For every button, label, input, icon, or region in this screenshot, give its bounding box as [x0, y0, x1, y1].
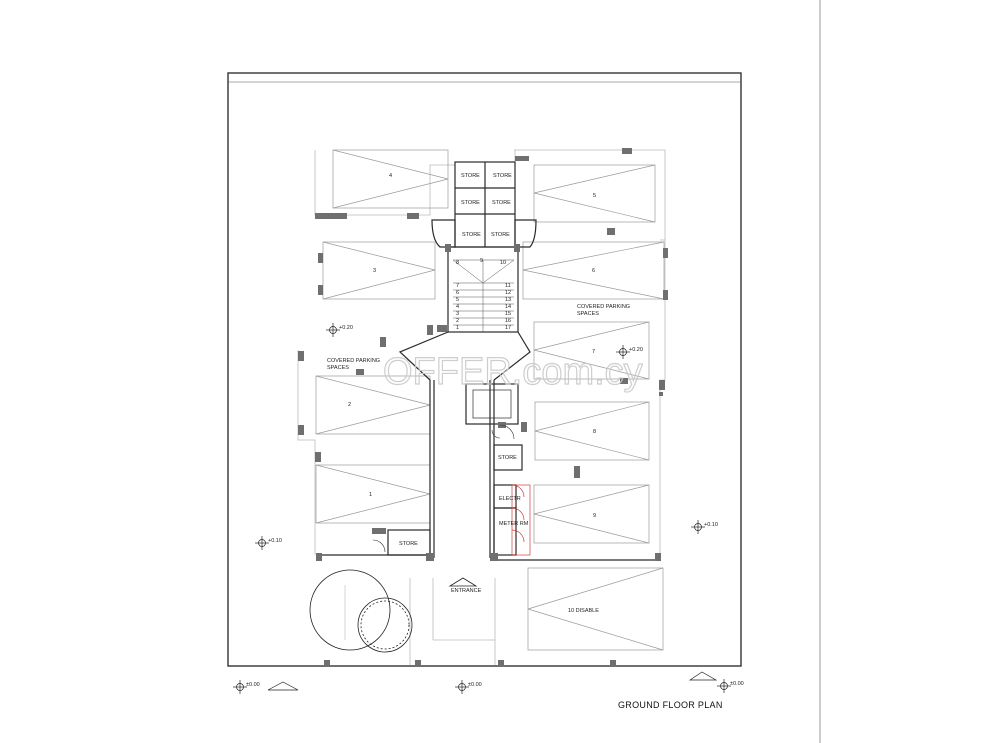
level-label-plus020-right: +0.20: [629, 347, 643, 353]
level-label-plus020-left: +0.20: [339, 325, 353, 331]
level-marker-zero-left: [233, 680, 247, 694]
parking-number-9: 9: [593, 513, 596, 519]
stair-treads: [452, 259, 515, 332]
store-label: STORE: [399, 541, 418, 547]
level-marker-plus020-right: [616, 345, 630, 359]
electrical-room-label: ELECTR: [499, 496, 521, 502]
level-label-zero-left: ±0.00: [246, 682, 260, 688]
stair-number: 11: [505, 283, 511, 289]
stair-number: 5: [456, 297, 459, 303]
parking-number-6: 6: [592, 268, 595, 274]
stair-number: 1: [456, 325, 459, 331]
level-marker-plus010-right: [691, 520, 705, 534]
covered-parking-label-left-line1: COVERED PARKING: [327, 358, 380, 364]
parking-number-3: 3: [373, 268, 376, 274]
parking-number-7: 7: [592, 349, 595, 355]
stair-number: 4: [456, 304, 459, 310]
section-triangle-left: [267, 681, 299, 691]
level-marker-zero-mid: [455, 680, 469, 694]
watermark-text: OFFER.com.cy: [383, 351, 643, 393]
parking-number-4: 4: [389, 173, 392, 179]
stair-number: 2: [456, 318, 459, 324]
store-label: STORE: [491, 232, 510, 238]
stair-number: 10: [500, 260, 506, 266]
entrance-arrow: [448, 577, 478, 587]
store-label: STORE: [493, 173, 512, 179]
level-markers: [233, 323, 731, 694]
door-swings: [372, 424, 515, 553]
stair-number: 15: [505, 311, 511, 317]
covered-parking-label-right-line2: SPACES: [577, 311, 599, 317]
stair-number: 14: [505, 304, 511, 310]
parking-number-2: 2: [348, 402, 351, 408]
entrance-label: ENTRANCE: [451, 588, 482, 594]
stair-number: 13: [505, 297, 511, 303]
parking-number-1: 1: [369, 492, 372, 498]
store-label: STORE: [461, 173, 480, 179]
level-label-zero-mid: ±0.00: [468, 682, 482, 688]
level-marker-plus020-left: [326, 323, 340, 337]
stair-number: 6: [456, 290, 459, 296]
level-label-plus010-right: +0.10: [704, 522, 718, 528]
section-triangle-right: [688, 671, 718, 681]
building-outline-light: [297, 149, 666, 665]
stair-number: 16: [505, 318, 511, 324]
store-label: STORE: [462, 232, 481, 238]
stair-number: 3: [456, 311, 459, 317]
stair-number: 7: [456, 283, 459, 289]
stair-number: 8: [456, 260, 459, 266]
store-label: STORE: [492, 200, 511, 206]
parking-number-10: 10 DISABLE: [568, 608, 599, 614]
stair-number: 9: [480, 258, 483, 264]
stair-number: 12: [505, 290, 511, 296]
parking-number-8: 8: [593, 429, 596, 435]
level-marker-zero-right: [717, 679, 731, 693]
covered-parking-label-left-line2: SPACES: [327, 365, 349, 371]
level-marker-plus010-left: [255, 536, 269, 550]
plot-boundary: [227, 72, 742, 667]
store-label: STORE: [498, 455, 517, 461]
parking-number-5: 5: [593, 193, 596, 199]
covered-parking-label-right-line1: COVERED PARKING: [577, 304, 630, 310]
trees: [309, 569, 413, 653]
level-label-zero-right: ±0.00: [730, 681, 744, 687]
stair-number: 17: [505, 325, 511, 331]
plan-title: GROUND FLOOR PLAN: [618, 700, 723, 710]
level-label-plus010-left: +0.10: [268, 538, 282, 544]
meter-room-doors: [511, 484, 531, 556]
store-label: STORE: [461, 200, 480, 206]
parking-spaces: [315, 149, 665, 651]
wall-poche-blocks: [298, 148, 668, 666]
meter-room-label: METER RM: [499, 521, 529, 527]
